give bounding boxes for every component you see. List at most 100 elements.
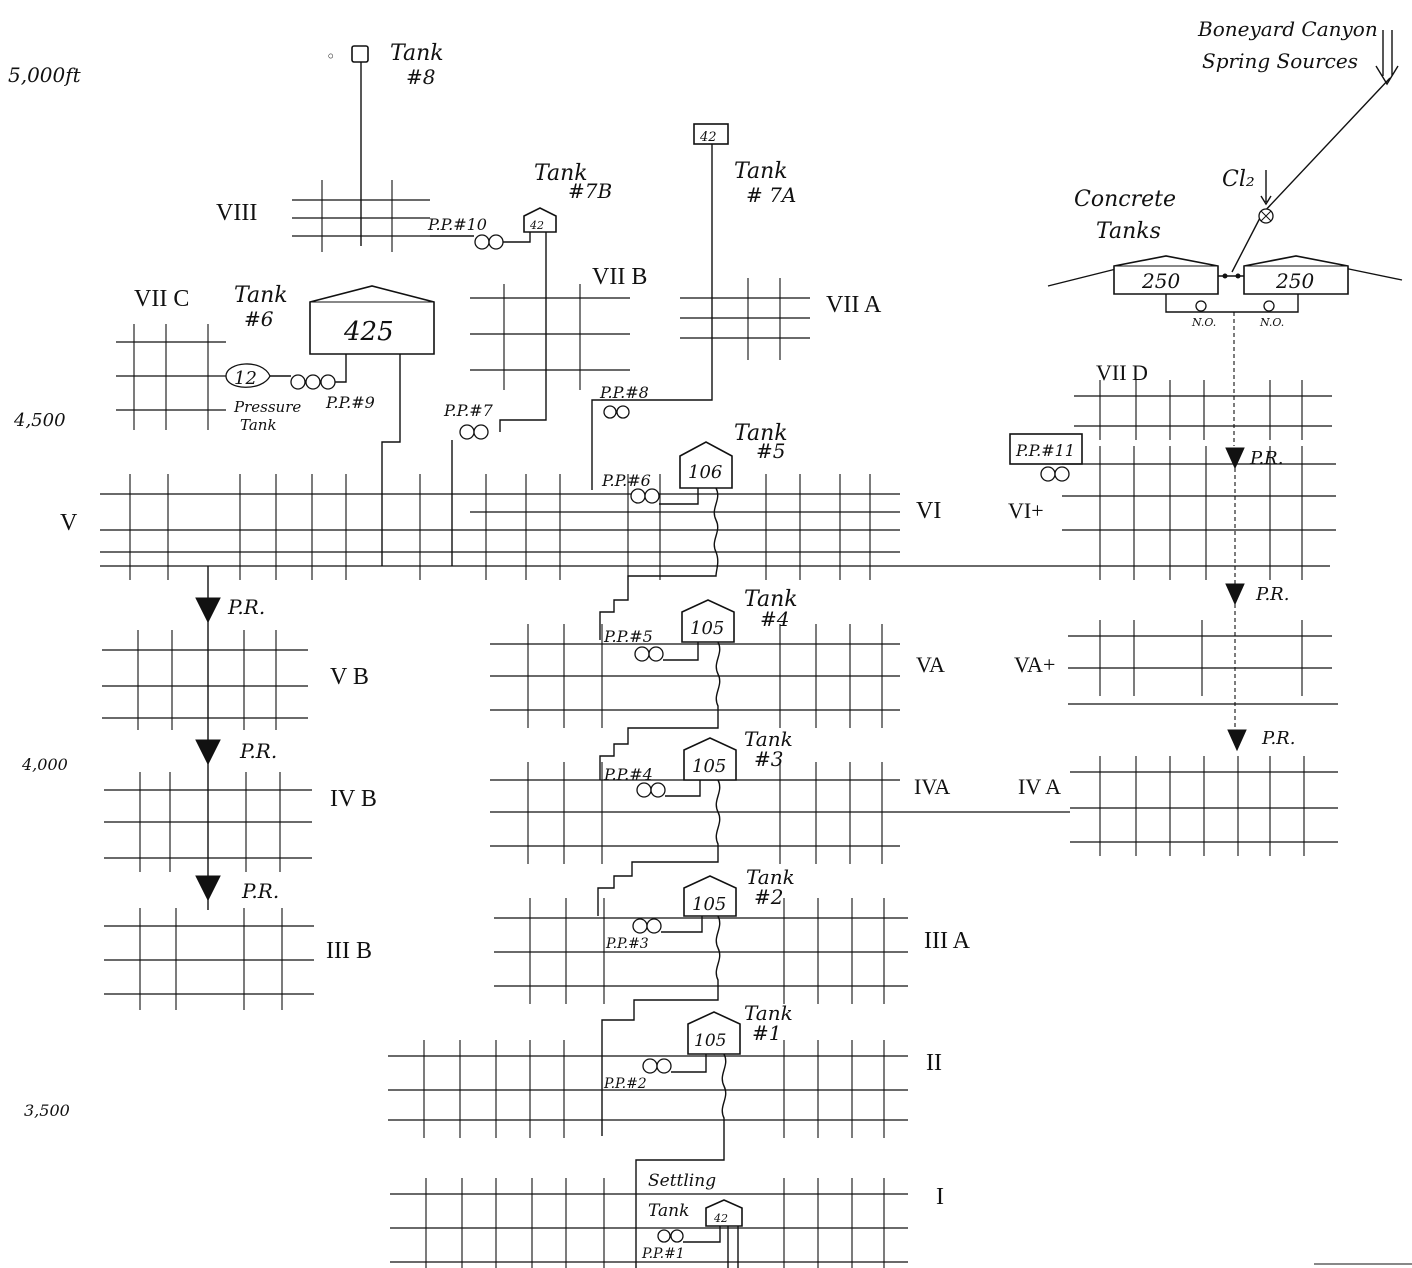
source-label-line1: Boneyard Canyon [1197, 17, 1378, 41]
tank-7b-number: #7B [568, 179, 612, 203]
tank-4-icon: 105 [681, 599, 735, 643]
pressure-reducer-icon [195, 597, 221, 624]
zone-I-label: I [936, 1184, 944, 1210]
pp9-label: P.P.#9 [325, 393, 375, 412]
chlorine-arrow-icon [1260, 170, 1272, 206]
tank-6-volume: 425 [343, 317, 394, 347]
pressure-reducer-icon [195, 739, 221, 766]
zone-IVB-grid [104, 772, 312, 872]
pressure-tank-icon: 12 [225, 363, 271, 389]
tank-6-number: #6 [244, 307, 274, 331]
pp5-pump-icon [634, 646, 664, 662]
pp6-pump-icon [630, 488, 660, 504]
tank-3-volume: 105 [692, 756, 726, 777]
zone-VIII-label: VIII [216, 200, 257, 226]
tank-1-to-settling-line [635, 1053, 727, 1268]
pp4-pump-icon [636, 782, 666, 798]
pp11-pump-icon [1040, 466, 1070, 482]
tank-1-number: #1 [752, 1021, 781, 1045]
zone-VIIC-label: VII C [134, 286, 189, 312]
zone-VIplus-grid [1062, 446, 1336, 580]
pressure-reducer-icon [1225, 583, 1245, 606]
zone-IVA-right-label: IV A [1018, 774, 1061, 799]
concrete-tanks-label-line2: Tanks [1096, 219, 1161, 244]
valve-icon [1195, 300, 1207, 312]
pressure-tank-label-line2: Tank [240, 416, 277, 434]
zone-IIIB-label: III B [326, 938, 372, 964]
settling-tank-label-line1: Settling [648, 1171, 716, 1191]
pp7-pump-icon [459, 424, 489, 440]
tank-2-volume: 105 [692, 894, 726, 915]
tank-2-icon: 105 [683, 875, 737, 917]
tank-4-volume: 105 [690, 618, 724, 639]
valve-icon [1263, 300, 1275, 312]
ground-line [1047, 267, 1403, 287]
tank-3-number: #3 [754, 747, 783, 771]
tank-3-label: Tank [744, 727, 793, 751]
source-label-line2: Spring Sources [1202, 49, 1358, 73]
zone-VIIB-label: VII B [592, 264, 647, 290]
zone-VIIB-grid [470, 284, 630, 390]
pr-label-vaplus: P.R. [1255, 584, 1289, 605]
tank-7a-icon: 42 [693, 123, 729, 145]
pp6-label: P.P.#6 [601, 471, 651, 490]
pr-label-viplus: P.R. [1249, 448, 1283, 469]
tank-8-icon [351, 45, 369, 63]
tank-5-icon: 106 [679, 441, 733, 489]
pr-label-ivb: P.R. [239, 739, 277, 763]
zone-IIIA-grid [494, 898, 908, 1004]
tank-4-label: Tank [744, 587, 798, 612]
zone-VIII-grid [292, 180, 430, 252]
concrete-tank-right-volume: 250 [1275, 269, 1314, 293]
tank-2-number: #2 [754, 885, 783, 909]
pp4-label: P.P.#4 [603, 765, 653, 784]
zone-VAplus-label: VA+ [1014, 652, 1055, 677]
pp11-label: P.P.#11 [1015, 441, 1075, 460]
pp10-label: P.P.#10 [427, 215, 487, 234]
pr-label-iiib: P.R. [241, 879, 279, 903]
zone-VB-label: V B [330, 664, 369, 690]
tank-7a-number: # 7A [746, 183, 796, 207]
tank-7b-label: Tank [534, 161, 588, 186]
tank-7a-label: Tank [734, 159, 788, 184]
zone-IVA-right-grid [1070, 756, 1338, 856]
tank-2-to-1-line [601, 915, 721, 1136]
pp7-label: P.P.#7 [443, 401, 494, 420]
elevation-4000: 4,000 [21, 755, 68, 774]
pp1-label: P.P.#1 [641, 1246, 685, 1262]
zone-IVB-label: IV B [330, 786, 377, 812]
zone-VI-label: VI [916, 498, 941, 524]
zone-IIIB-grid [104, 908, 314, 1010]
zone-VIplus-label: VI+ [1008, 498, 1044, 523]
tank-7a-volume: 42 [699, 130, 717, 145]
settling-tank-label-line2: Tank [648, 1201, 689, 1221]
tank-1-label: Tank [744, 1001, 793, 1025]
pp3-pump-icon [632, 918, 662, 934]
pressure-reducer-icon [195, 875, 221, 902]
tank-7b-icon: 42 [523, 207, 557, 233]
pp1-pump-icon [657, 1229, 684, 1243]
tank-5-number: #5 [756, 439, 785, 463]
tank-6-icon: 425 [309, 285, 435, 355]
tank-6-label: Tank [234, 283, 288, 308]
pp5-label: P.P.#5 [603, 627, 653, 646]
pressure-tank-label-line1: Pressure [233, 398, 301, 416]
source-to-tanks-pipe [1231, 213, 1263, 273]
pp8-label: P.P.#8 [599, 383, 649, 402]
tank-5-label: Tank [734, 421, 788, 446]
zone-VIID-label: VII D [1096, 360, 1148, 385]
tank-5-volume: 106 [688, 462, 722, 483]
zone-VA-grid [490, 624, 900, 728]
tank-7a-line [591, 144, 713, 490]
tank-6-line [381, 354, 401, 566]
pp2-label: P.P.#2 [603, 1076, 647, 1092]
chlorine-label: Cl₂ [1222, 167, 1255, 192]
tank-8-label: Tank [390, 41, 444, 66]
zone-IIIA-label: III A [924, 928, 971, 954]
tank-manifold [1165, 294, 1299, 313]
elevation-5000: 5,000ft [8, 63, 82, 87]
source-arrow-icon [1375, 30, 1399, 86]
concrete-tanks-label-line1: Concrete [1074, 187, 1176, 212]
pp2-pump-icon [642, 1058, 672, 1074]
